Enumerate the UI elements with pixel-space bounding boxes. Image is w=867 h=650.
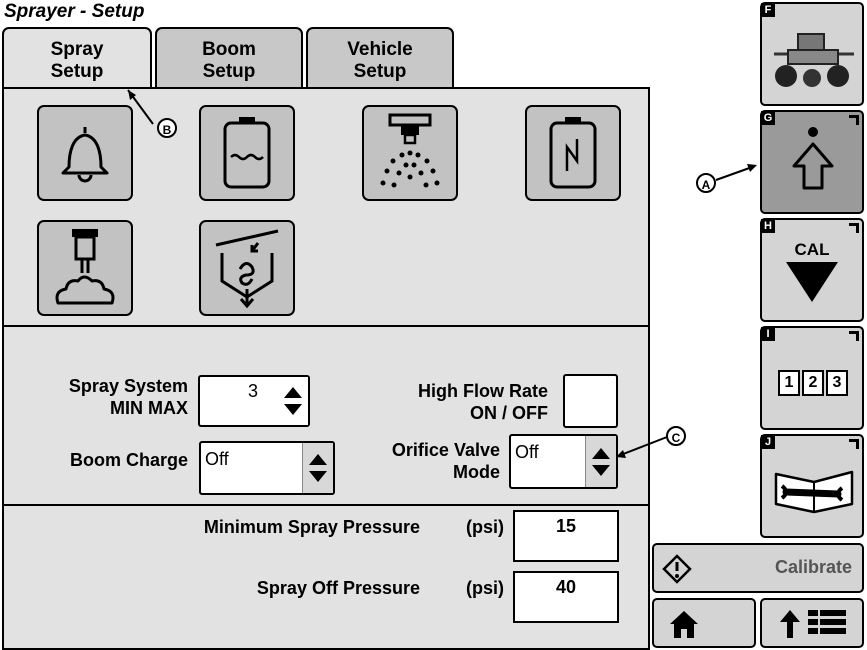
digit-box: 2: [802, 370, 824, 396]
home-icon: [670, 611, 698, 638]
menu-up-icon: [780, 610, 846, 638]
up-down-arrows-icon[interactable]: [278, 377, 308, 425]
manual-wrench-icon: [774, 470, 854, 514]
high-flow-label: High Flow Rate ON / OFF: [418, 381, 548, 423]
bell-icon: [61, 127, 109, 183]
softkey-letter: J: [761, 435, 775, 449]
tank-icon: [223, 117, 271, 189]
spray-system-value: 3: [248, 381, 259, 401]
sprayer-vehicle-icon: [774, 33, 854, 87]
menu-up-button[interactable]: [760, 598, 864, 648]
manual-button[interactable]: J: [760, 434, 864, 538]
callout-c: C: [666, 426, 686, 446]
mixer-hopper-icon: [215, 229, 279, 309]
warning-diamond-icon: [662, 554, 692, 584]
callout-b: B: [157, 118, 177, 138]
foam-marker-icon: [55, 229, 115, 305]
sprayer-view-button[interactable]: F: [760, 2, 864, 106]
corner-marker-icon: [849, 115, 859, 125]
section-divider: [4, 504, 648, 506]
orifice-valve-select[interactable]: Off: [509, 434, 618, 489]
battery-button[interactable]: [525, 105, 621, 201]
mixer-button[interactable]: [199, 220, 295, 316]
up-down-arrows-icon[interactable]: [302, 443, 333, 493]
battery-icon: [549, 117, 597, 189]
softkey-letter: G: [761, 111, 775, 125]
softkey-letter: H: [761, 219, 775, 233]
tank-button[interactable]: [199, 105, 295, 201]
high-flow-checkbox[interactable]: [563, 374, 618, 428]
tab-boom-setup[interactable]: Boom Setup: [155, 27, 303, 87]
min-spray-pressure-label: Minimum Spray Pressure: [203, 517, 420, 537]
corner-marker-icon: [849, 439, 859, 449]
up-arrow-dot-icon: [792, 127, 834, 190]
min-spray-pressure-input[interactable]: 15: [513, 510, 619, 562]
nozzle-button[interactable]: [362, 105, 458, 201]
digit-box: 3: [826, 370, 848, 396]
calibrate-button[interactable]: Calibrate: [652, 543, 864, 593]
tab-spray-setup[interactable]: Spray Setup: [2, 27, 152, 89]
spray-system-stepper[interactable]: 3: [198, 375, 310, 427]
softkey-letter: F: [761, 3, 775, 17]
corner-marker-icon: [849, 331, 859, 341]
boom-charge-label: Boom Charge: [69, 450, 188, 470]
nozzle-spray-icon: [380, 113, 440, 188]
digit-box: 1: [778, 370, 800, 396]
boom-charge-value: Off: [205, 449, 229, 469]
cal-down-arrow-icon: [786, 262, 838, 302]
spray-off-pressure-unit: (psi): [466, 578, 504, 598]
spray-system-label: Spray System MIN MAX: [68, 376, 188, 418]
callout-a: A: [696, 173, 716, 193]
sequence-button[interactable]: I 1 2 3: [760, 326, 864, 430]
orifice-valve-label: Orifice Valve Mode: [391, 440, 500, 482]
orifice-valve-value: Off: [515, 442, 539, 462]
up-down-arrows-icon[interactable]: [585, 436, 616, 487]
page-title: Sprayer - Setup: [4, 1, 145, 22]
calibrate-label: Calibrate: [774, 557, 852, 577]
section-divider: [4, 325, 648, 327]
foam-marker-button[interactable]: [37, 220, 133, 316]
softkey-letter: I: [761, 327, 775, 341]
home-button[interactable]: [652, 598, 756, 648]
spray-off-pressure-label: Spray Off Pressure: [256, 578, 420, 598]
up-level-button[interactable]: G: [760, 110, 864, 214]
calibration-button[interactable]: H CAL: [760, 218, 864, 322]
number-sequence-icon: 1 2 3: [778, 370, 848, 396]
spray-off-pressure-input[interactable]: 40: [513, 571, 619, 623]
corner-marker-icon: [849, 223, 859, 233]
tab-vehicle-setup[interactable]: Vehicle Setup: [306, 27, 454, 87]
min-spray-pressure-unit: (psi): [466, 517, 504, 537]
cal-label: CAL: [794, 240, 830, 259]
boom-charge-select[interactable]: Off: [199, 441, 335, 495]
alarm-button[interactable]: [37, 105, 133, 201]
